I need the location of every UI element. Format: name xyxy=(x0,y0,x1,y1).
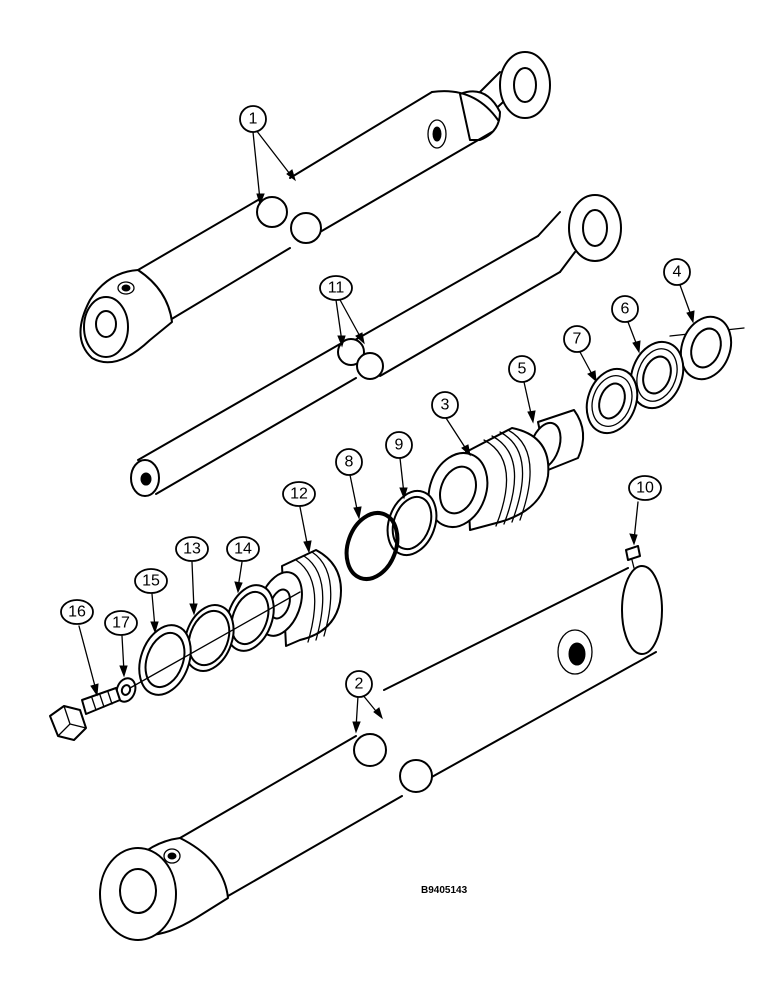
callout-9: 9 xyxy=(385,431,413,459)
callout-label-12: 12 xyxy=(290,486,308,503)
callout-3: 3 xyxy=(431,391,459,419)
callout-7: 7 xyxy=(563,325,591,353)
callout-label-7: 7 xyxy=(573,331,582,348)
part-17-washer xyxy=(115,677,137,703)
part-3-gland xyxy=(427,427,550,531)
callout-label-11: 11 xyxy=(328,280,345,297)
part-9-ring xyxy=(386,490,438,556)
callout-4: 4 xyxy=(663,258,691,286)
callout-label-16: 16 xyxy=(68,604,86,621)
part-16-bolt xyxy=(49,687,121,741)
cylinder-barrel-assembly-top xyxy=(79,51,551,364)
callout-label-14: 14 xyxy=(234,541,252,558)
callout-2: 2 xyxy=(345,670,373,698)
callout-13: 13 xyxy=(175,536,209,562)
callout-label-4: 4 xyxy=(673,264,682,281)
callout-label-2: 2 xyxy=(355,676,364,693)
cylinder-barrel-assembly-bottom xyxy=(99,545,663,941)
leader-lines xyxy=(78,129,695,734)
callout-label-3: 3 xyxy=(441,397,450,414)
piston-rod xyxy=(130,194,745,497)
callout-10: 10 xyxy=(628,475,662,501)
callout-label-5: 5 xyxy=(518,361,527,378)
callout-5: 5 xyxy=(508,355,536,383)
callout-11: 11 xyxy=(319,275,353,301)
part-7-seal xyxy=(585,367,639,435)
callout-label-17: 17 xyxy=(112,615,130,632)
part-6-seal xyxy=(629,340,685,410)
part-4-wiper xyxy=(679,315,733,381)
part-13-ring xyxy=(183,604,235,672)
callout-1: 1 xyxy=(239,105,267,133)
part-14-ring xyxy=(225,584,275,652)
callout-6: 6 xyxy=(611,295,639,323)
callout-12: 12 xyxy=(282,481,316,507)
callout-14: 14 xyxy=(226,536,260,562)
callout-label-15: 15 xyxy=(142,573,160,590)
drawing-number: B9405143 xyxy=(421,885,468,896)
part-8-o-ring xyxy=(344,511,400,581)
callout-8: 8 xyxy=(335,448,363,476)
callout-16: 16 xyxy=(60,599,94,625)
callout-label-13: 13 xyxy=(183,541,201,558)
callout-label-9: 9 xyxy=(395,437,404,454)
callout-15: 15 xyxy=(134,568,168,594)
callout-label-8: 8 xyxy=(345,454,354,471)
callout-label-6: 6 xyxy=(621,301,630,318)
callout-label-10: 10 xyxy=(636,480,654,497)
callout-label-1: 1 xyxy=(249,111,258,128)
callout-17: 17 xyxy=(104,610,138,636)
